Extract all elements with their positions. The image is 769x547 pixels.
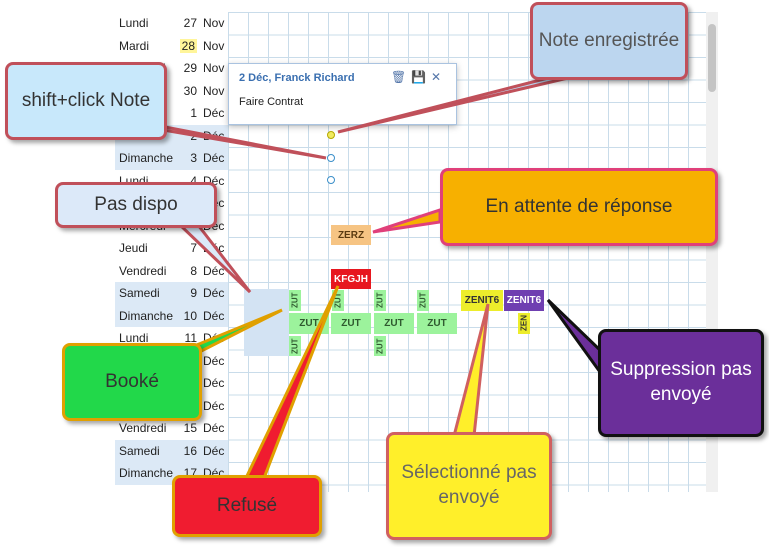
- callout-refused: Refusé: [172, 475, 322, 537]
- day-row: Mardi 28 Nov: [115, 35, 228, 58]
- day-number-text: 3: [190, 151, 197, 165]
- month-name: Nov: [203, 16, 225, 30]
- month-name: Nov: [203, 61, 225, 75]
- booking-booked[interactable]: ZUT: [331, 313, 371, 334]
- month-name: Déc: [203, 106, 225, 120]
- day-number: 1: [175, 102, 197, 125]
- day-number: 15: [175, 417, 197, 440]
- day-row: Dimanche 3 Déc: [115, 147, 228, 170]
- booking-refused[interactable]: KFGJH: [331, 269, 371, 289]
- day-row: Vendredi 15 Déc: [115, 417, 228, 440]
- note-popup[interactable]: 2 Déc, Franck Richard 🗑 💾 ✕ Faire Contra…: [228, 63, 457, 125]
- day-number: 16: [175, 440, 197, 463]
- day-name: Vendredi: [119, 263, 167, 278]
- day-number: 3: [175, 147, 197, 170]
- callout-selected: Sélectionné pas envoyé: [386, 432, 552, 540]
- day-number-text: 11: [184, 331, 197, 345]
- day-name: Dimanche: [119, 308, 174, 323]
- day-number-text: 9: [190, 286, 197, 300]
- day-number-text: 30: [183, 83, 197, 98]
- booking-booked[interactable]: ZUT: [417, 313, 457, 334]
- day-name: Samedi: [119, 443, 160, 458]
- month-name: Déc: [203, 286, 225, 300]
- month-name: Déc: [203, 308, 225, 323]
- booking-selected[interactable]: ZENIT6: [461, 290, 503, 311]
- callout-deleted: Suppression pas envoyé: [598, 329, 764, 437]
- day-number: 11: [175, 327, 197, 350]
- note-popup-title: 2 Déc, Franck Richard: [239, 72, 355, 84]
- callout-unavailable: Pas dispo: [55, 182, 217, 228]
- day-number: 30: [175, 80, 197, 103]
- booking-pending[interactable]: ZERZ: [331, 225, 371, 245]
- note-text-input[interactable]: Faire Contrat: [239, 96, 304, 108]
- day-number: 4: [175, 170, 197, 193]
- day-number-text: 4: [190, 173, 197, 188]
- day-number-text: 15: [183, 421, 197, 435]
- day-number: 10: [175, 305, 197, 328]
- month-name: Déc: [203, 376, 225, 390]
- note-handle[interactable]: [327, 131, 335, 139]
- day-row: Samedi 16 Déc: [115, 439, 228, 463]
- day-row: Dimanche 10 Déc: [115, 304, 228, 328]
- close-icon[interactable]: ✕: [431, 70, 442, 84]
- callout-note-saved: Note enregistrée: [530, 2, 688, 80]
- day-name: Vendredi: [119, 421, 167, 435]
- day-name: Dimanche: [119, 151, 174, 165]
- day-number: 28: [175, 35, 197, 58]
- booking-deleted[interactable]: ZENIT6: [504, 290, 544, 311]
- day-name: Mardi: [119, 38, 150, 53]
- day-name: Lundi: [119, 331, 149, 345]
- month-name: Déc: [203, 151, 225, 165]
- day-number-text: 7: [190, 241, 197, 255]
- day-number-text: 29: [183, 61, 197, 75]
- month-name: Déc: [203, 353, 225, 368]
- callout-booked: Booké: [62, 343, 202, 421]
- save-icon[interactable]: 💾: [411, 70, 426, 84]
- day-number-text: 1: [190, 106, 197, 120]
- callout-pending: En attente de réponse: [440, 168, 718, 246]
- month-name: Déc: [203, 421, 225, 435]
- booking-booked[interactable]: ZUT: [374, 313, 414, 334]
- month-name: Déc: [203, 398, 225, 413]
- trash-icon[interactable]: 🗑: [391, 70, 407, 84]
- scrollbar-thumb[interactable]: [708, 24, 716, 92]
- day-name: Jeudi: [119, 241, 148, 255]
- day-name: Lundi: [119, 16, 149, 30]
- note-handle[interactable]: [327, 154, 335, 162]
- day-row: Samedi 9 Déc: [115, 282, 228, 305]
- day-number-text: 10: [183, 308, 197, 323]
- month-name: Déc: [203, 443, 225, 458]
- day-number: 8: [175, 260, 197, 283]
- day-number: 29: [175, 57, 197, 80]
- day-number: 27: [175, 12, 197, 35]
- month-name: Déc: [203, 263, 225, 278]
- day-number-text: 27: [183, 16, 197, 30]
- day-name: Samedi: [119, 286, 160, 300]
- day-name: Dimanche: [119, 466, 174, 480]
- day-row: Vendredi 8 Déc: [115, 260, 228, 283]
- day-number-text: 28: [179, 38, 197, 53]
- month-name: Nov: [203, 38, 225, 53]
- day-number-text: 8: [190, 263, 197, 278]
- month-name: Nov: [203, 83, 225, 98]
- day-number: 9: [175, 282, 197, 305]
- day-number: 7: [175, 237, 197, 260]
- day-row: Lundi 27 Nov: [115, 12, 228, 35]
- day-number-text: 16: [183, 443, 197, 458]
- callout-shift-click: shift+click Note: [5, 62, 167, 140]
- note-handle[interactable]: [327, 176, 335, 184]
